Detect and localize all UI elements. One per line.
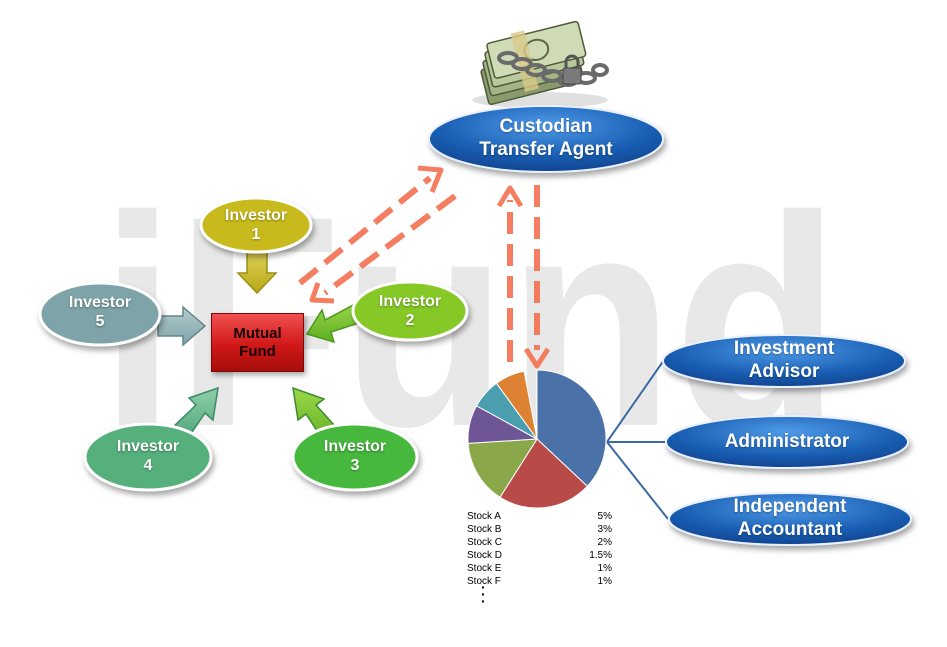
holding-name: Stock F — [467, 576, 501, 587]
investor-word: Investor — [323, 437, 387, 455]
holding-pct: 3% — [597, 524, 612, 535]
investor-2-oval — [351, 280, 469, 342]
holdings-list: Stock A 5% Stock B 3% Stock C 2% Stock D 1.5… — [467, 510, 612, 588]
locked-money-icon — [472, 20, 609, 108]
investment-advisor-oval — [662, 334, 906, 388]
portfolio-pie — [467, 369, 607, 509]
role-line1: Administrator — [724, 430, 850, 452]
mutual-fund-line1: Mutual — [233, 324, 282, 342]
custodian-line2: Transfer Agent — [479, 139, 613, 160]
pie-slice — [495, 370, 538, 440]
investor-ovals — [38, 196, 469, 492]
role-ovals — [662, 334, 912, 546]
more-holdings-ellipsis: ··· — [481, 579, 486, 609]
custodian-oval — [428, 105, 664, 173]
holding-row: Stock C 2% — [467, 536, 612, 549]
dashed-arrowheads — [309, 165, 551, 369]
pie-slice — [499, 438, 589, 509]
pie-slice — [536, 369, 607, 487]
investor-1-label: Investor 1 — [206, 205, 306, 245]
investor-word: Investor — [116, 437, 180, 455]
investor-number: 1 — [251, 226, 261, 243]
role-line2: Advisor — [748, 361, 820, 382]
holding-row: Stock B 3% — [467, 523, 612, 536]
holding-name: Stock B — [467, 524, 502, 535]
investor-3-label: Investor 3 — [305, 434, 405, 478]
holding-pct: 1% — [597, 563, 612, 574]
pie-slice — [467, 438, 538, 498]
investor-2-label: Investor 2 — [360, 290, 460, 332]
holding-pct: 1.5% — [589, 550, 612, 561]
investor-word: Investor — [68, 293, 132, 311]
holding-row: Stock A 5% — [467, 510, 612, 523]
investor-number: 5 — [95, 313, 105, 330]
investor-1-oval — [199, 196, 313, 254]
holding-name: Stock E — [467, 563, 502, 574]
investment-advisor-label: Investment Advisor — [674, 334, 894, 388]
investor-5-label: Investor 5 — [50, 290, 150, 334]
administrator-oval — [665, 415, 909, 469]
investor-number: 3 — [350, 457, 360, 474]
investor-number: 4 — [143, 457, 153, 474]
holding-name: Stock C — [467, 537, 503, 548]
mutual-fund-box: Mutual Fund — [211, 313, 304, 372]
administrator-label: Administrator — [677, 428, 897, 456]
role-line1: Independent — [733, 496, 847, 518]
holding-name: Stock A — [467, 511, 501, 522]
independent-accountant-oval — [668, 492, 912, 546]
investor-word: Investor — [378, 292, 442, 310]
custodian-line1: Custodian — [499, 116, 593, 138]
independent-accountant-label: Independent Accountant — [680, 492, 900, 546]
investor-arrows — [157, 249, 366, 448]
holding-row: Stock F 1% — [467, 575, 612, 588]
holding-name: Stock D — [467, 550, 503, 561]
investor-number: 2 — [405, 312, 415, 329]
investor-4-oval — [83, 422, 213, 492]
investor-word: Investor — [224, 206, 288, 224]
role-connectors — [606, 359, 669, 520]
arrow-investor-5 — [157, 305, 207, 347]
investor-3-oval — [291, 422, 419, 492]
holding-pct: 2% — [597, 537, 612, 548]
mutual-fund-line2: Fund — [239, 342, 276, 360]
investor-4-label: Investor 4 — [98, 434, 198, 478]
investor-5-oval — [38, 281, 162, 347]
arrow-investor-1 — [236, 249, 278, 295]
holding-row: Stock D 1.5% — [467, 549, 612, 562]
role-line1: Investment — [733, 338, 835, 360]
holding-row: Stock E 1% — [467, 562, 612, 575]
holding-pct: 1% — [597, 576, 612, 587]
custodian-fund-arrows — [298, 175, 540, 362]
custodian-label: Custodian Transfer Agent — [440, 110, 652, 168]
role-line2: Accountant — [737, 519, 843, 540]
holding-pct: 5% — [597, 511, 612, 522]
